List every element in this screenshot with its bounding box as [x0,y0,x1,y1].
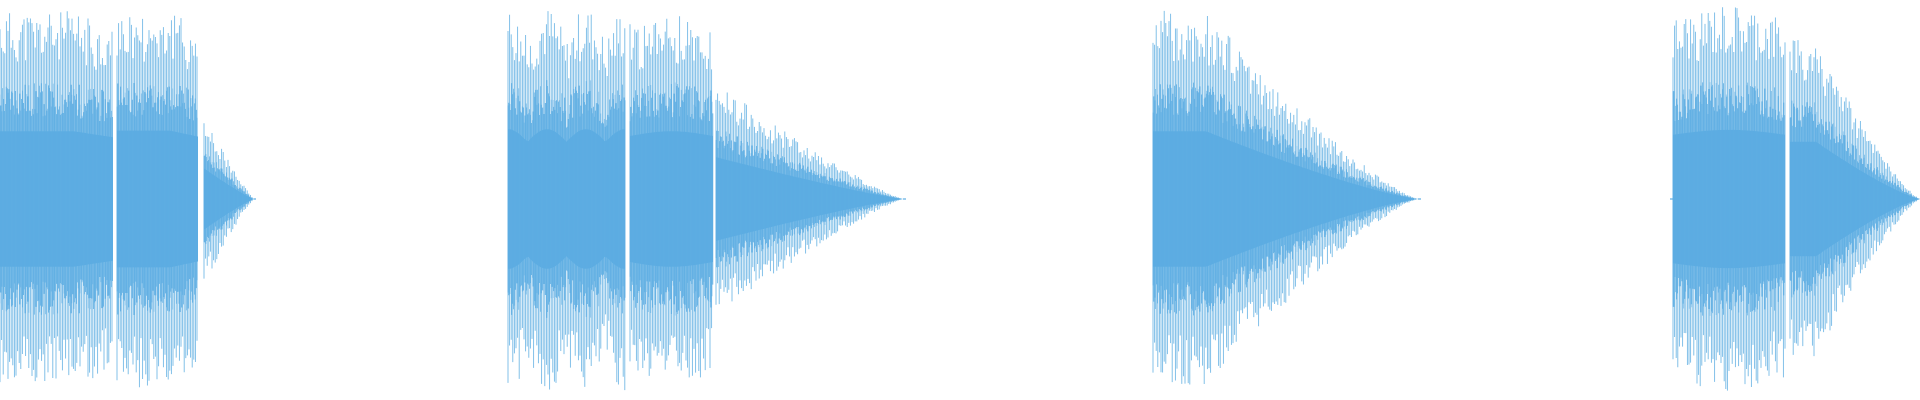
waveform-segment [203,123,255,279]
waveform-segment [629,16,714,378]
waveform-segment [507,11,626,391]
waveform-segment [1789,40,1920,357]
waveform-segment [715,92,903,305]
waveform-segment [1152,10,1419,385]
waveform-segment [0,11,113,383]
waveform-segment [116,15,198,388]
waveform-clip-3 [1152,10,1419,385]
waveform-clip-1 [0,11,255,388]
waveform-segment [1672,7,1786,391]
waveform-clip-2 [507,11,903,391]
waveform-clip-4 [1672,7,1920,391]
